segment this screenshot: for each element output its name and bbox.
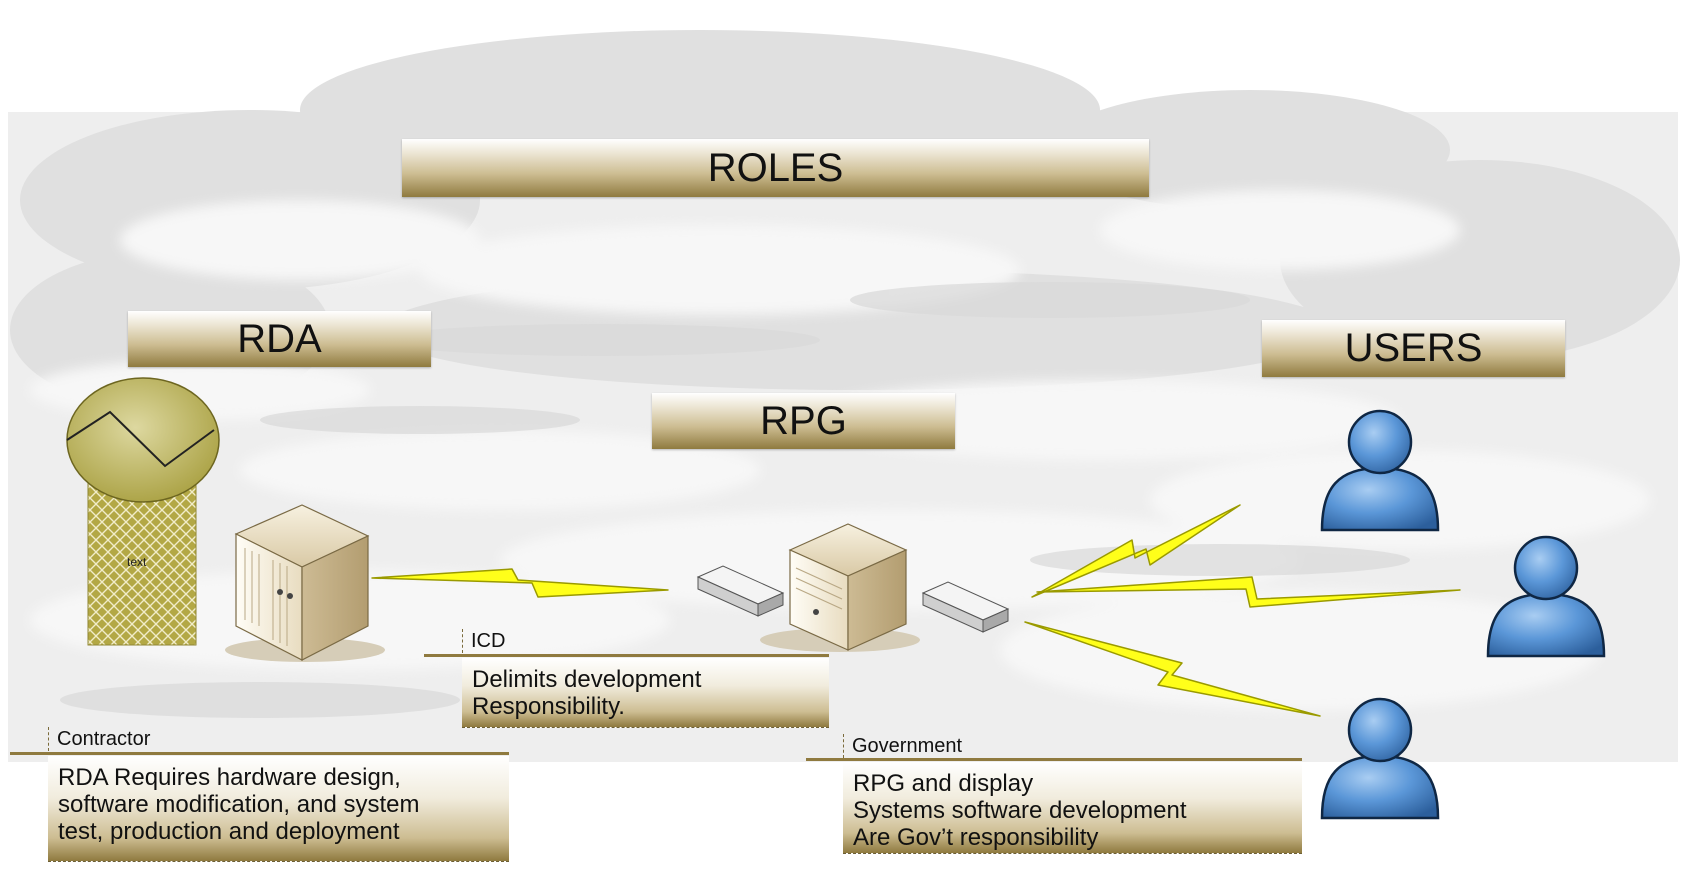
user-icon [1486, 535, 1606, 658]
server-tower-icon [225, 504, 385, 662]
contractor-note-line: software modification, and system [58, 791, 420, 818]
server-tower-icon [760, 523, 920, 652]
government-note-line: Are Gov’t responsibility [853, 824, 1099, 851]
icd-note-body: Delimits development Responsibility. [462, 658, 829, 728]
radar-dish-icon [66, 377, 220, 646]
lightning-link-icon [1031, 504, 1241, 598]
contractor-note-line: RDA Requires hardware design, [58, 764, 401, 791]
radar-label: text [127, 555, 147, 569]
government-note-line: RPG and display [853, 770, 1034, 797]
user-icon [1320, 697, 1440, 820]
rda-heading: RDA [128, 311, 431, 367]
government-note-body: RPG and display Systems software develop… [843, 762, 1302, 854]
icd-note-heading: ICD [462, 629, 505, 653]
user-icon [1320, 409, 1440, 532]
contractor-note-line: test, production and deployment [58, 818, 400, 845]
contractor-note-rule [10, 752, 509, 755]
links [371, 504, 1461, 717]
government-note-heading: Government [843, 734, 962, 758]
government-note-rule [806, 758, 1302, 761]
contractor-note-heading: Contractor [48, 727, 150, 751]
icd-note-line: Responsibility. [472, 693, 625, 720]
cloud-background [8, 30, 1680, 762]
government-note-line: Systems software development [853, 797, 1187, 824]
icd-note-line: Delimits development [472, 666, 702, 693]
lightning-link-icon [1024, 621, 1321, 717]
router-icon [921, 581, 1010, 633]
roles-title: ROLES [402, 139, 1149, 197]
rpg-heading: RPG [652, 393, 955, 449]
lightning-link-icon [1036, 576, 1461, 608]
router-icon [696, 565, 785, 617]
users-heading: USERS [1262, 320, 1565, 377]
contractor-note-body: RDA Requires hardware design, software m… [48, 756, 509, 862]
icd-note-rule [424, 654, 829, 657]
lightning-link-icon [371, 568, 669, 598]
